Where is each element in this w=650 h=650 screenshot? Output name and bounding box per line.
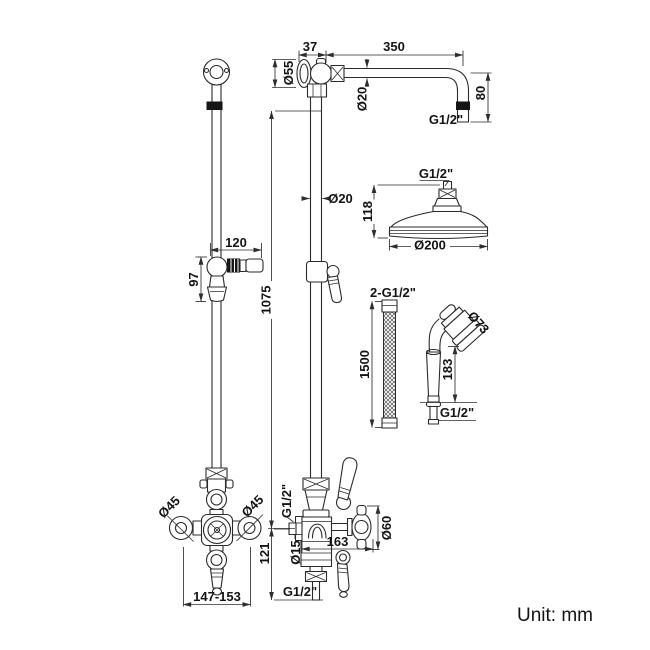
- dim-37-label: 37: [303, 39, 317, 54]
- head-rim: [388, 226, 489, 240]
- arm-tee-joint: [309, 62, 333, 85]
- slider-ribbed-collar: [227, 258, 240, 273]
- slider-bracket: [206, 256, 264, 303]
- dim-97-label: 97: [186, 272, 201, 286]
- arm-pipe: [343, 67, 470, 123]
- dim-120-label: 120: [225, 235, 247, 250]
- g12-valve-bottom-label: G1/2": [283, 584, 317, 599]
- hand-shower: [425, 304, 486, 425]
- dim-118-label: 118: [360, 201, 375, 222]
- dim-1500-label: 1500: [357, 350, 372, 379]
- g12-handset-label: G1/2": [440, 405, 474, 420]
- diverter-ring-front: [205, 488, 228, 511]
- outlet-lever-front: [209, 568, 225, 589]
- bottom-lever-handle: [336, 562, 350, 593]
- wall-flange-front: [202, 58, 231, 86]
- dim-121-label: 121: [257, 543, 272, 565]
- g12-valve-top-label: G1/2": [279, 484, 294, 518]
- arm-thread-band: [456, 101, 470, 110]
- dim-183-label: 183: [440, 359, 455, 381]
- dim-350-label: 350: [383, 39, 405, 54]
- dim-1075-label: 1075: [259, 286, 274, 315]
- dia-20-riser-label: Ø20: [328, 191, 353, 206]
- handset-head: [439, 304, 486, 352]
- riser-pipe-side-view: [305, 96, 343, 479]
- dia-15-label: Ø15: [288, 540, 303, 565]
- dim-163-label: 163: [327, 534, 349, 549]
- dia-20-arm-label: Ø20: [355, 87, 370, 112]
- dia-200-label: Ø200: [414, 238, 446, 253]
- unit-note: Unit: mm: [517, 605, 593, 626]
- g12-head-label: G1/2": [419, 166, 453, 181]
- g12-arm-label: G1/2": [429, 112, 463, 127]
- outlet-ring-front: [205, 549, 228, 571]
- left-knob: [168, 515, 194, 541]
- hose-flexible-body: [383, 311, 396, 419]
- bottom-lever-pivot: [335, 549, 351, 566]
- dia-55-label: Ø55: [281, 61, 296, 86]
- hose-top-nut: [381, 299, 398, 313]
- rail-band: [206, 101, 223, 110]
- riser-diverter-lever: [326, 275, 343, 304]
- dia-60-label: Ø60: [379, 516, 394, 541]
- g12-hose-label: 2-G1/2": [370, 285, 416, 300]
- shower-head: [388, 180, 489, 240]
- dim-147-153-label: 147-153: [193, 589, 241, 604]
- riser-diverter-block: [305, 260, 329, 283]
- slider-ball: [206, 256, 228, 278]
- valve-front-view: [168, 467, 262, 596]
- slider-handle-grip: [245, 258, 264, 273]
- shower-arm-side-view: [296, 57, 470, 123]
- dim-80-label: 80: [473, 86, 488, 100]
- valve-side-view: [288, 457, 372, 601]
- handset-grip: [425, 351, 442, 397]
- dimension-annotations: [167, 50, 492, 607]
- shower-hose: [381, 299, 398, 429]
- top-lever-handle: [337, 457, 358, 501]
- handset-cradle: [206, 286, 228, 303]
